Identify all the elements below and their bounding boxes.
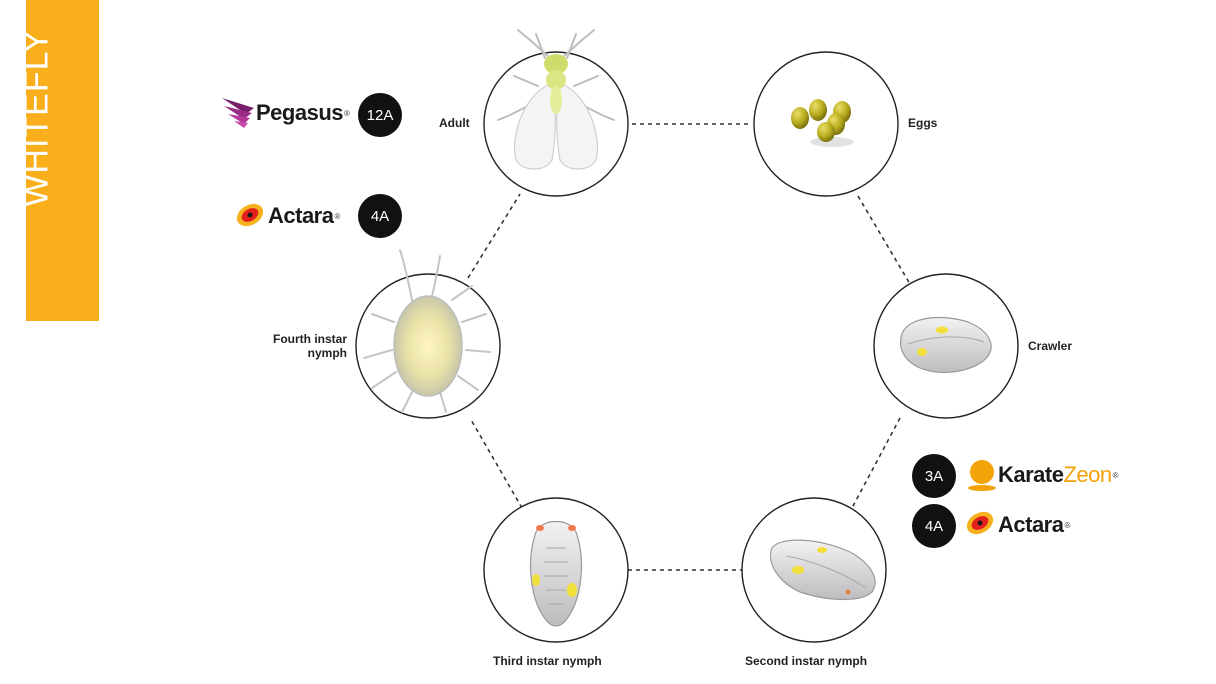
- actara-logo-icon: [236, 203, 264, 227]
- pegasus-wing-logo-icon: [222, 98, 254, 128]
- connector-fourth-adult: [467, 193, 521, 279]
- stage-label-eggs: Eggs: [908, 116, 938, 130]
- actara-logo-icon: [966, 511, 994, 535]
- irac-badge-actara-right: 4A: [912, 504, 956, 548]
- irac-badge-karate: 3A: [912, 454, 956, 498]
- third-instar-nymph-icon: [529, 520, 583, 627]
- adult-whitefly-icon: [497, 29, 615, 170]
- karate-sun-logo-icon: [968, 460, 996, 491]
- stage-label-second: Second instar nymph: [745, 654, 868, 668]
- product-name-karate: Karate: [998, 462, 1064, 487]
- stage-label-third: Third instar nymph: [493, 654, 602, 668]
- side-title-tab: [26, 0, 99, 321]
- product-name-zeon: Zeon: [1063, 462, 1112, 487]
- irac-badge-actara-left: 4A: [358, 194, 402, 238]
- stage-label-fourth: Fourth instar nymph: [273, 332, 347, 360]
- eggs-icon: [791, 99, 854, 147]
- connector-crawler-second: [851, 417, 901, 509]
- stage-label-adult: Adult: [439, 116, 470, 130]
- product-actara-right: Actara®: [998, 512, 1071, 537]
- connector-third-fourth: [469, 417, 523, 509]
- fourth-instar-nymph-icon: [363, 249, 491, 413]
- product-name-actara-right: Actara: [998, 512, 1064, 537]
- lifecycle-connectors: [467, 123, 911, 571]
- second-instar-nymph-icon: [769, 539, 876, 601]
- connector-eggs-crawler: [857, 195, 911, 285]
- product-name-pegasus: Pegasus: [256, 100, 344, 125]
- product-pegasus: Pegasus®: [256, 100, 350, 125]
- irac-badge-pegasus: 12A: [358, 93, 402, 137]
- product-actara-left: Actara®: [268, 203, 341, 228]
- stage-label-crawler: Crawler: [1028, 339, 1073, 353]
- product-name-actara-left: Actara: [268, 203, 334, 228]
- crawler-icon: [899, 316, 992, 374]
